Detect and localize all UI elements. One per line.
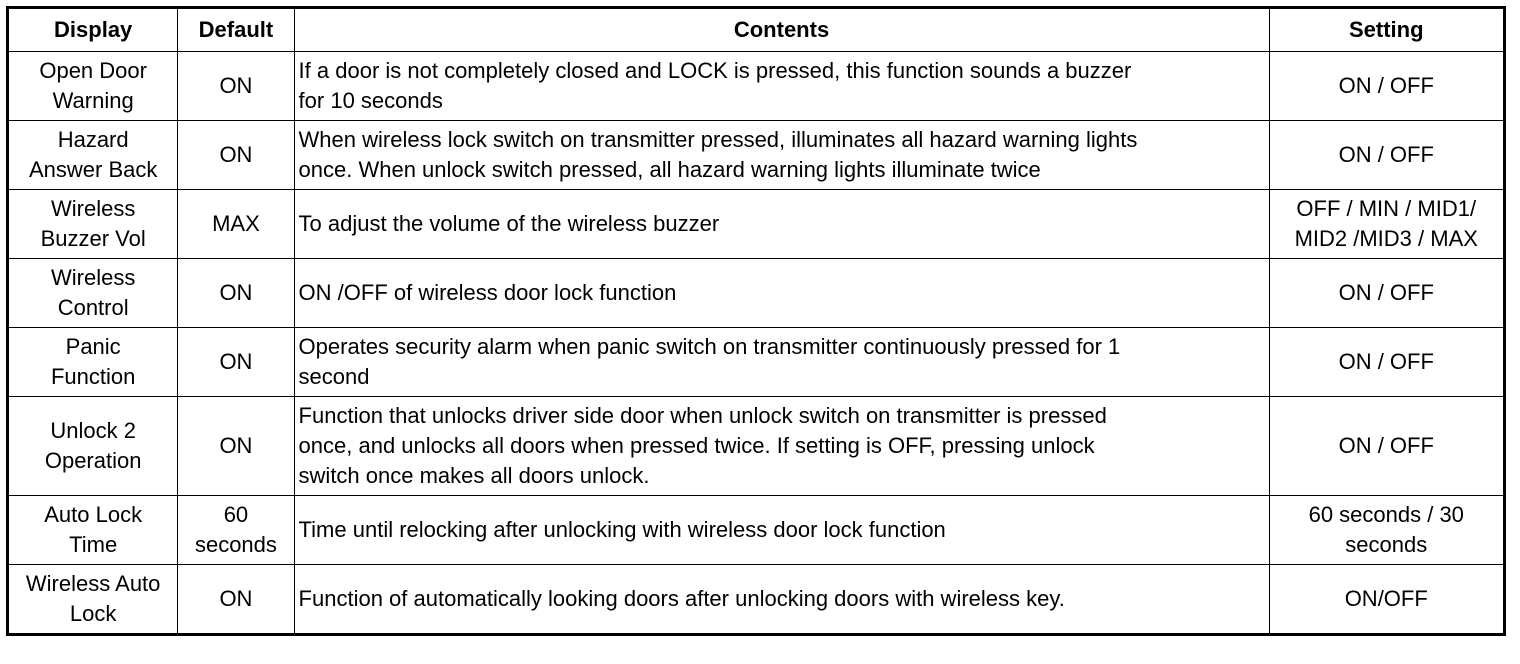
- cell-default-line: ON: [219, 586, 253, 611]
- cell-default-line: ON: [219, 433, 253, 458]
- cell-default-line: ON: [219, 142, 253, 167]
- cell-setting-line: ON / OFF: [1338, 73, 1434, 98]
- cell-default: ON: [177, 327, 295, 397]
- cell-contents: If a door is not completely closed and L…: [293, 51, 1270, 121]
- cell-contents: When wireless lock switch on transmitter…: [293, 120, 1270, 190]
- cell-setting-line: ON / OFF: [1338, 433, 1434, 458]
- cell-setting: ON / OFF: [1268, 120, 1505, 190]
- cell-contents-line: switch once makes all doors unlock.: [298, 463, 650, 488]
- cell-display-line: Function: [50, 364, 136, 389]
- table-header: Display Default Contents Setting: [6, 7, 1505, 52]
- cell-display-line: Answer Back: [28, 157, 158, 182]
- cell-setting: ON / OFF: [1268, 258, 1505, 328]
- cell-setting: ON / OFF: [1268, 396, 1505, 496]
- cell-setting-line: ON / OFF: [1338, 280, 1434, 305]
- cell-setting-line: ON/OFF: [1344, 586, 1428, 611]
- cell-setting-line: 60 seconds / 30: [1308, 502, 1464, 527]
- cell-contents-line: once. When unlock switch pressed, all ha…: [298, 157, 1041, 182]
- cell-contents-line: once, and unlocks all doors when pressed…: [298, 433, 1095, 458]
- cell-display-line: Hazard: [57, 127, 129, 152]
- cell-default: 60 seconds: [177, 495, 295, 565]
- cell-display-line: Wireless Auto: [25, 571, 161, 596]
- cell-display: Unlock 2 Operation: [6, 396, 179, 496]
- cell-contents-line: Operates security alarm when panic switc…: [298, 334, 1121, 359]
- cell-contents: Function of automatically looking doors …: [293, 564, 1270, 635]
- cell-display-line: Auto Lock: [44, 502, 143, 527]
- cell-contents-line: Function of automatically looking doors …: [298, 586, 1065, 611]
- cell-default: ON: [177, 396, 295, 496]
- cell-contents: To adjust the volume of the wireless buz…: [293, 189, 1270, 259]
- cell-display-line: Unlock 2: [50, 418, 136, 443]
- table-row: Unlock 2 Operation ON Function that unlocks…: [6, 396, 1505, 496]
- cell-setting-line: OFF / MIN / MID1/: [1296, 196, 1477, 221]
- cell-default-line: MAX: [212, 211, 260, 236]
- cell-default: ON: [177, 51, 295, 121]
- cell-setting: 60 seconds / 30 seconds: [1268, 495, 1505, 565]
- cell-default-line: ON: [219, 349, 253, 374]
- cell-default-line: ON: [219, 280, 253, 305]
- cell-display-line: Operation: [44, 448, 142, 473]
- header-display: Display: [6, 7, 179, 52]
- cell-contents-line: Function that unlocks driver side door w…: [298, 403, 1107, 428]
- cell-display-line: Buzzer Vol: [40, 226, 146, 251]
- cell-contents: Time until relocking after unlocking wit…: [293, 495, 1270, 565]
- cell-contents-line: ON /OFF of wireless door lock function: [298, 280, 677, 305]
- header-setting: Setting: [1268, 7, 1505, 52]
- cell-contents-line: If a door is not completely closed and L…: [298, 58, 1132, 83]
- header-default: Default: [177, 7, 295, 52]
- cell-display-line: Time: [69, 532, 118, 557]
- cell-display-line: Open Door: [39, 58, 147, 83]
- cell-contents: Operates security alarm when panic switc…: [293, 327, 1270, 397]
- cell-setting-line: MID2 /MID3 / MAX: [1294, 226, 1478, 251]
- cell-contents-line: To adjust the volume of the wireless buz…: [298, 211, 720, 236]
- cell-setting: ON/OFF: [1268, 564, 1505, 635]
- cell-default: ON: [177, 564, 295, 635]
- cell-display-line: Control: [57, 295, 129, 320]
- header-row: Display Default Contents Setting: [6, 7, 1505, 52]
- cell-setting-line: ON / OFF: [1338, 142, 1434, 167]
- cell-setting: OFF / MIN / MID1/MID2 /MID3 / MAX: [1268, 189, 1505, 259]
- cell-display-line: Warning: [52, 88, 134, 113]
- settings-table-wrapper: Display Default Contents Setting Open Do…: [6, 6, 1506, 636]
- cell-default-line: ON: [219, 73, 253, 98]
- cell-contents: Function that unlocks driver side door w…: [293, 396, 1270, 496]
- cell-setting-line: ON / OFF: [1338, 349, 1434, 374]
- cell-display-line: Wireless: [50, 265, 136, 290]
- cell-display-line: Wireless: [50, 196, 136, 221]
- cell-contents: ON /OFF of wireless door lock function: [293, 258, 1270, 328]
- cell-default-line: seconds: [194, 532, 277, 557]
- settings-table: Display Default Contents Setting Open Do…: [6, 6, 1506, 636]
- cell-contents-line: When wireless lock switch on transmitter…: [298, 127, 1138, 152]
- cell-default: ON: [177, 120, 295, 190]
- cell-default: ON: [177, 258, 295, 328]
- cell-default-line: 60: [223, 502, 249, 527]
- cell-setting: ON / OFF: [1268, 51, 1505, 121]
- cell-setting: ON / OFF: [1268, 327, 1505, 397]
- cell-contents-line: second: [298, 364, 370, 389]
- cell-contents-line: for 10 seconds: [298, 88, 443, 113]
- cell-display-line: Lock: [69, 601, 117, 626]
- cell-contents-line: Time until relocking after unlocking wit…: [298, 517, 946, 542]
- cell-display-line: Panic: [65, 334, 121, 359]
- header-contents: Contents: [293, 7, 1270, 52]
- cell-setting-line: seconds: [1345, 532, 1428, 557]
- cell-default: MAX: [177, 189, 295, 259]
